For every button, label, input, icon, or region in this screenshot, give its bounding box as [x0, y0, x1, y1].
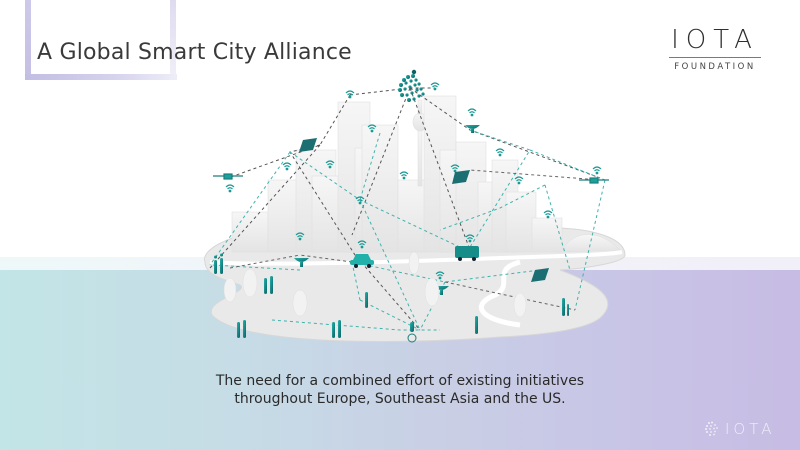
wifi-icons	[225, 82, 602, 280]
slide-title: A Global Smart City Alliance	[37, 40, 352, 65]
logo-sub-text: FOUNDATION	[674, 62, 756, 72]
title-frame-left	[25, 0, 31, 80]
iota-foundation-logo: IOTA FOUNDATION	[665, 26, 765, 72]
watermark-text: IOTA	[725, 420, 776, 438]
logo-divider	[669, 57, 761, 58]
iota-logo-icon	[398, 69, 425, 102]
skyline	[231, 95, 621, 253]
logo-main-text: IOTA	[671, 25, 759, 55]
smart-city-illustration	[180, 60, 640, 360]
iota-dots-icon	[705, 421, 718, 436]
title-frame-right	[170, 0, 176, 76]
people-icons	[214, 253, 569, 343]
solar-panel-icons	[299, 138, 549, 282]
title-frame-bottom	[25, 74, 177, 80]
iota-watermark: IOTA	[703, 420, 776, 438]
slide-caption: The need for a combined effort of existi…	[215, 373, 585, 407]
vehicle-icons	[350, 246, 479, 268]
drone-icons	[213, 173, 609, 184]
tree-icons	[223, 251, 527, 318]
